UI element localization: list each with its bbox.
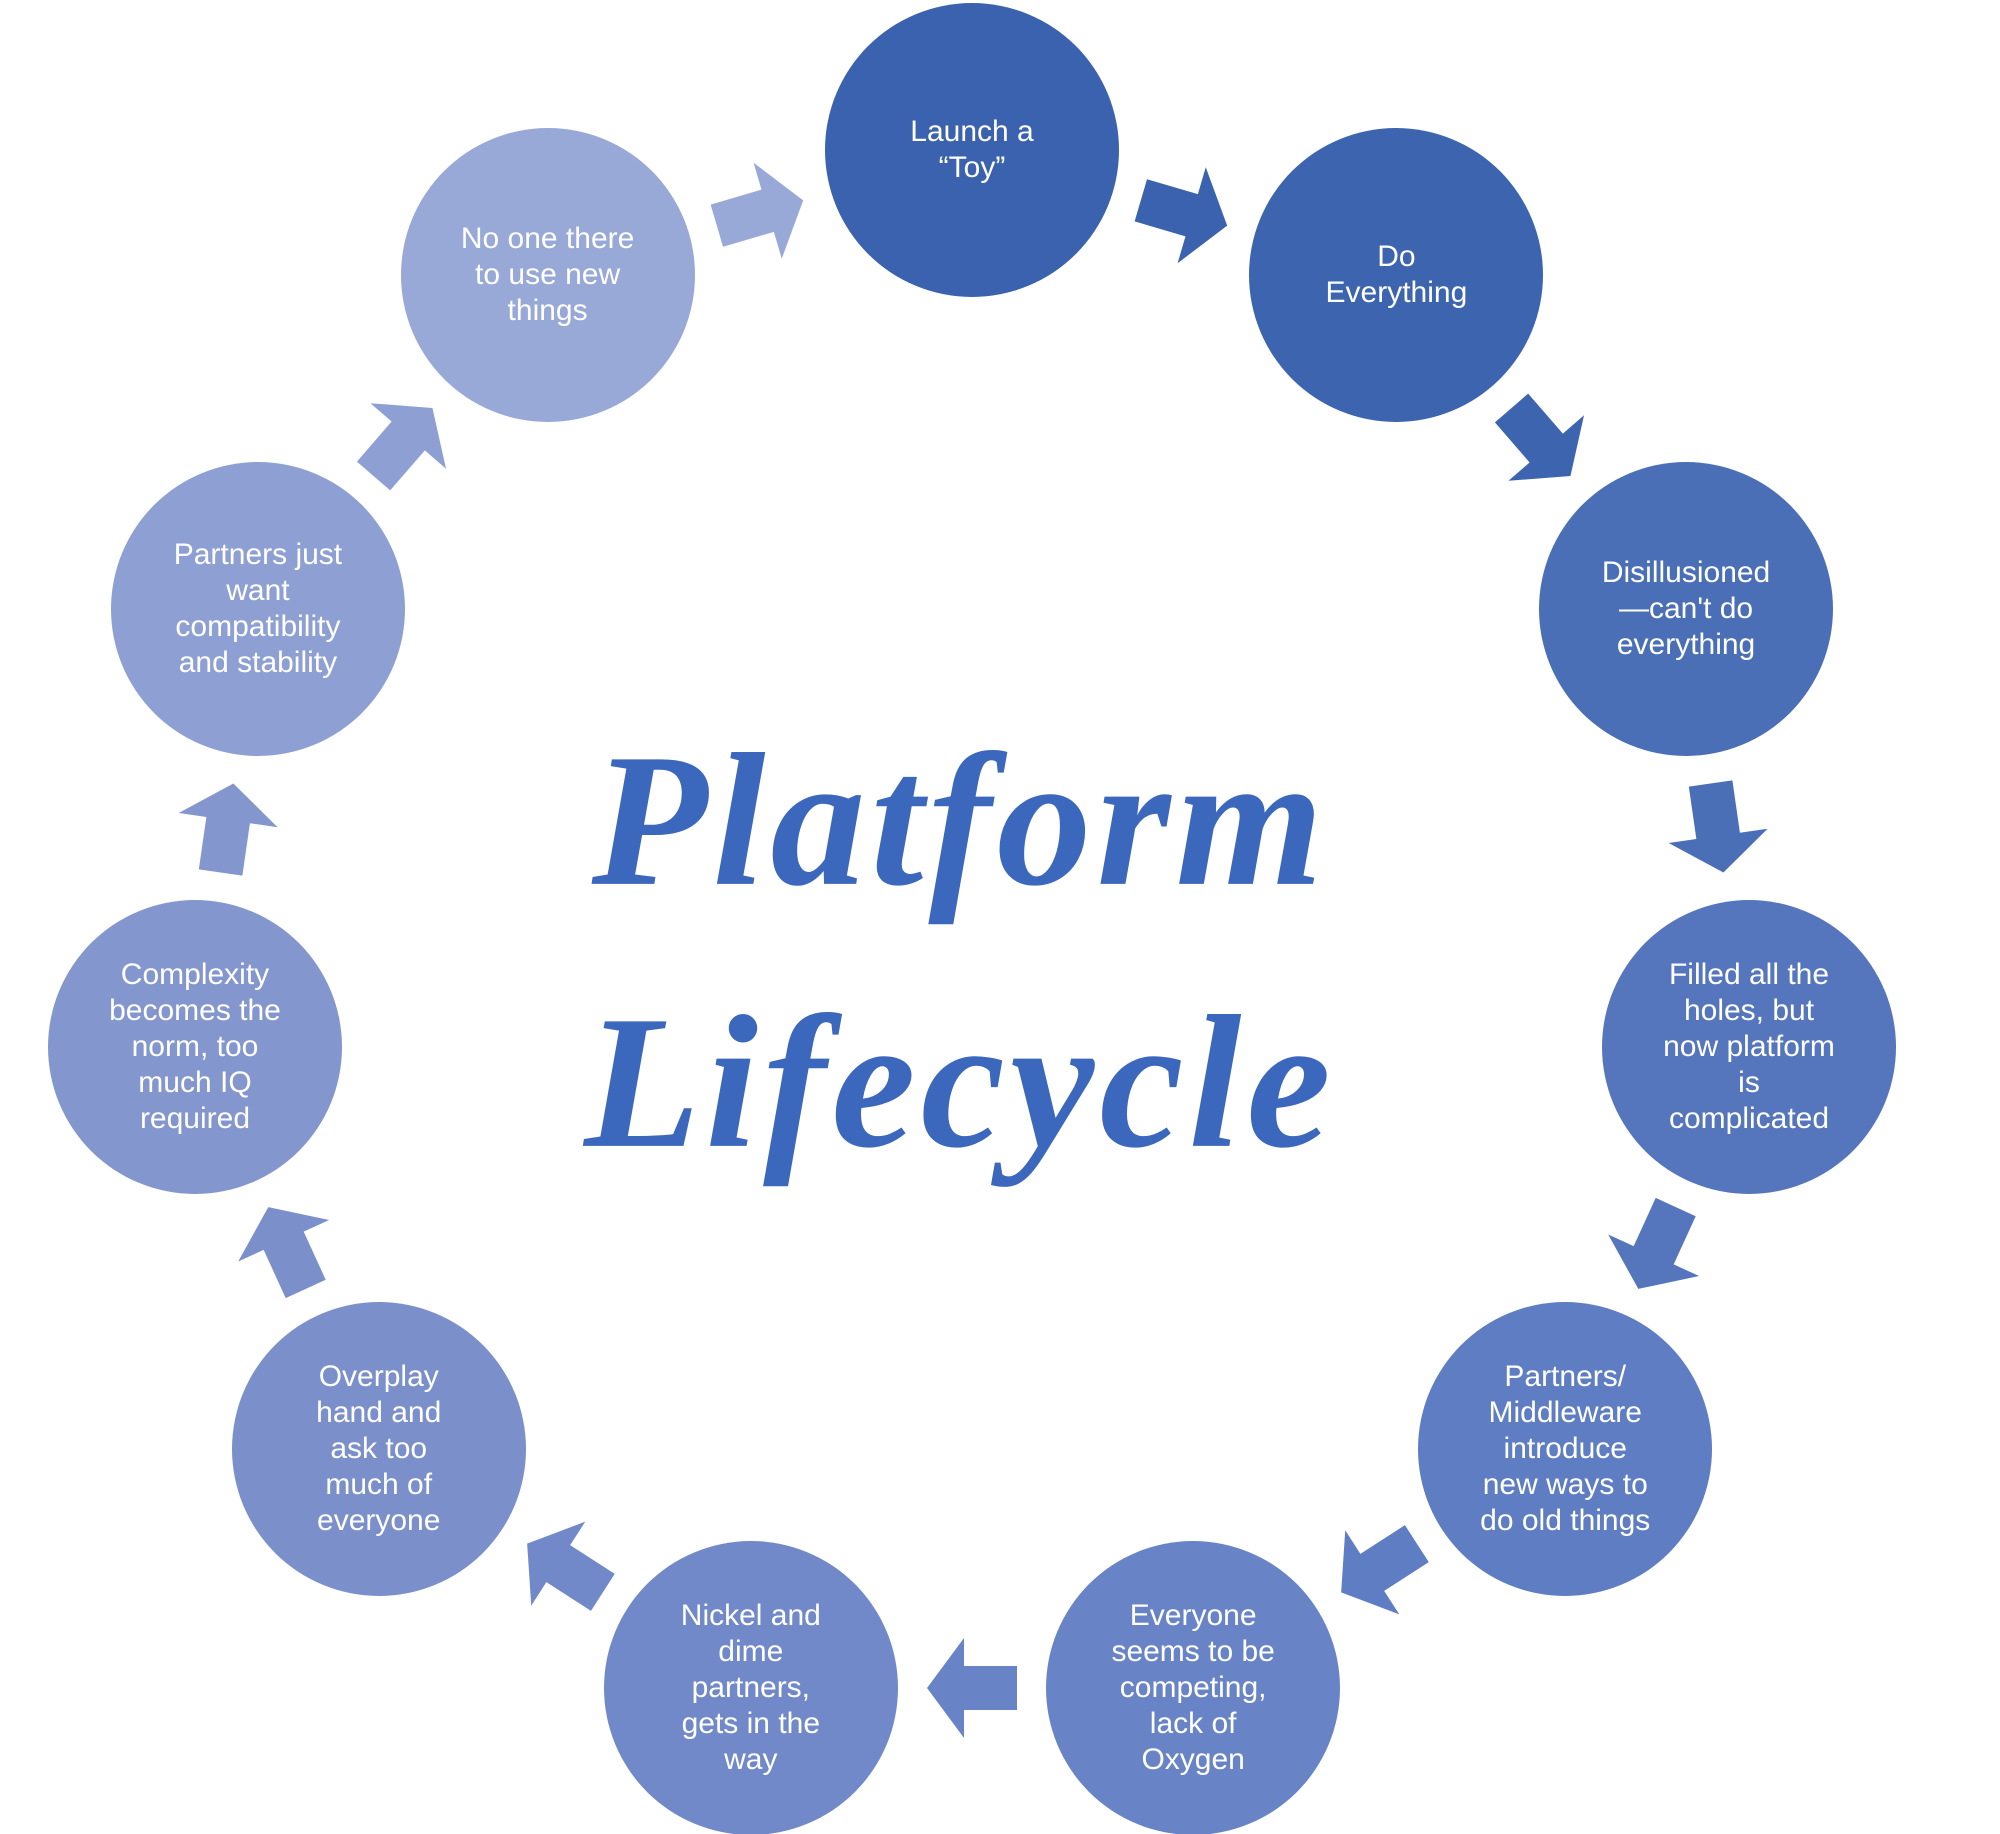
cycle-arrow-icon: [356, 403, 446, 491]
cycle-step-label: Filled all the holes, but now platform i…: [1663, 957, 1835, 1135]
diagram-title: Platform Lifecycle: [584, 690, 1336, 1214]
cycle-step-label: Launch a “Toy”: [910, 115, 1034, 184]
cycle-step: Overplay hand and ask too much of everyo…: [231, 1302, 526, 1597]
cycle-step-label: Overplay hand and ask too much of everyo…: [316, 1360, 442, 1538]
cycle-arrow-icon: [1494, 393, 1585, 481]
cycle-step: Launch a “Toy”: [825, 3, 1119, 297]
cycle-step: Partners just want compatibility and sta…: [110, 461, 405, 756]
diagram-title-line1: Platform: [591, 715, 1329, 926]
cycle-step: Nickel and dime partners, gets in the wa…: [603, 1541, 898, 1834]
cycle-step: Complexity becomes the norm, too much IQ…: [47, 899, 342, 1194]
cycle-step-label: Partners/ Middleware introduce new ways …: [1480, 1360, 1651, 1538]
diagram-title-line2: Lifecycle: [584, 978, 1336, 1188]
cycle-step-label: Disillusioned —can't do everything: [1601, 555, 1771, 661]
cycle-arrow-icon: [710, 162, 804, 259]
cycle-arrow-icon: [527, 1522, 615, 1612]
cycle-arrow-icon: [238, 1206, 330, 1298]
cycle-step: No one there to use new things: [400, 127, 695, 422]
cycle-step: Do Everything: [1249, 127, 1544, 422]
cycle-step-label: No one there to use new things: [460, 221, 635, 327]
cycle-arrow-icon: [1608, 1197, 1700, 1289]
cycle-arrow-icon: [178, 783, 278, 876]
cycle-arrow-icon: [1341, 1525, 1429, 1615]
cycle-step-label: Complexity becomes the norm, too much IQ…: [109, 957, 281, 1135]
cycle-step: Partners/ Middleware introduce new ways …: [1418, 1302, 1713, 1597]
cycle-step-label: Do Everything: [1325, 239, 1468, 309]
cycle-step-label: Nickel and dime partners, gets in the wa…: [680, 1599, 821, 1777]
cycle-arrow-icon: [927, 1638, 1017, 1738]
cycle-step: Disillusioned —can't do everything: [1539, 461, 1834, 756]
cycle-step-label: Everyone seems to be competing, lack of …: [1111, 1599, 1275, 1777]
cycle-step: Filled all the holes, but now platform i…: [1602, 899, 1896, 1194]
cycle-step-label: Partners just want compatibility and sta…: [173, 537, 343, 679]
cycle-arrow-icon: [1668, 780, 1768, 873]
cycle-arrow-icon: [1134, 166, 1228, 263]
cycle-step: Everyone seems to be competing, lack of …: [1046, 1541, 1341, 1834]
